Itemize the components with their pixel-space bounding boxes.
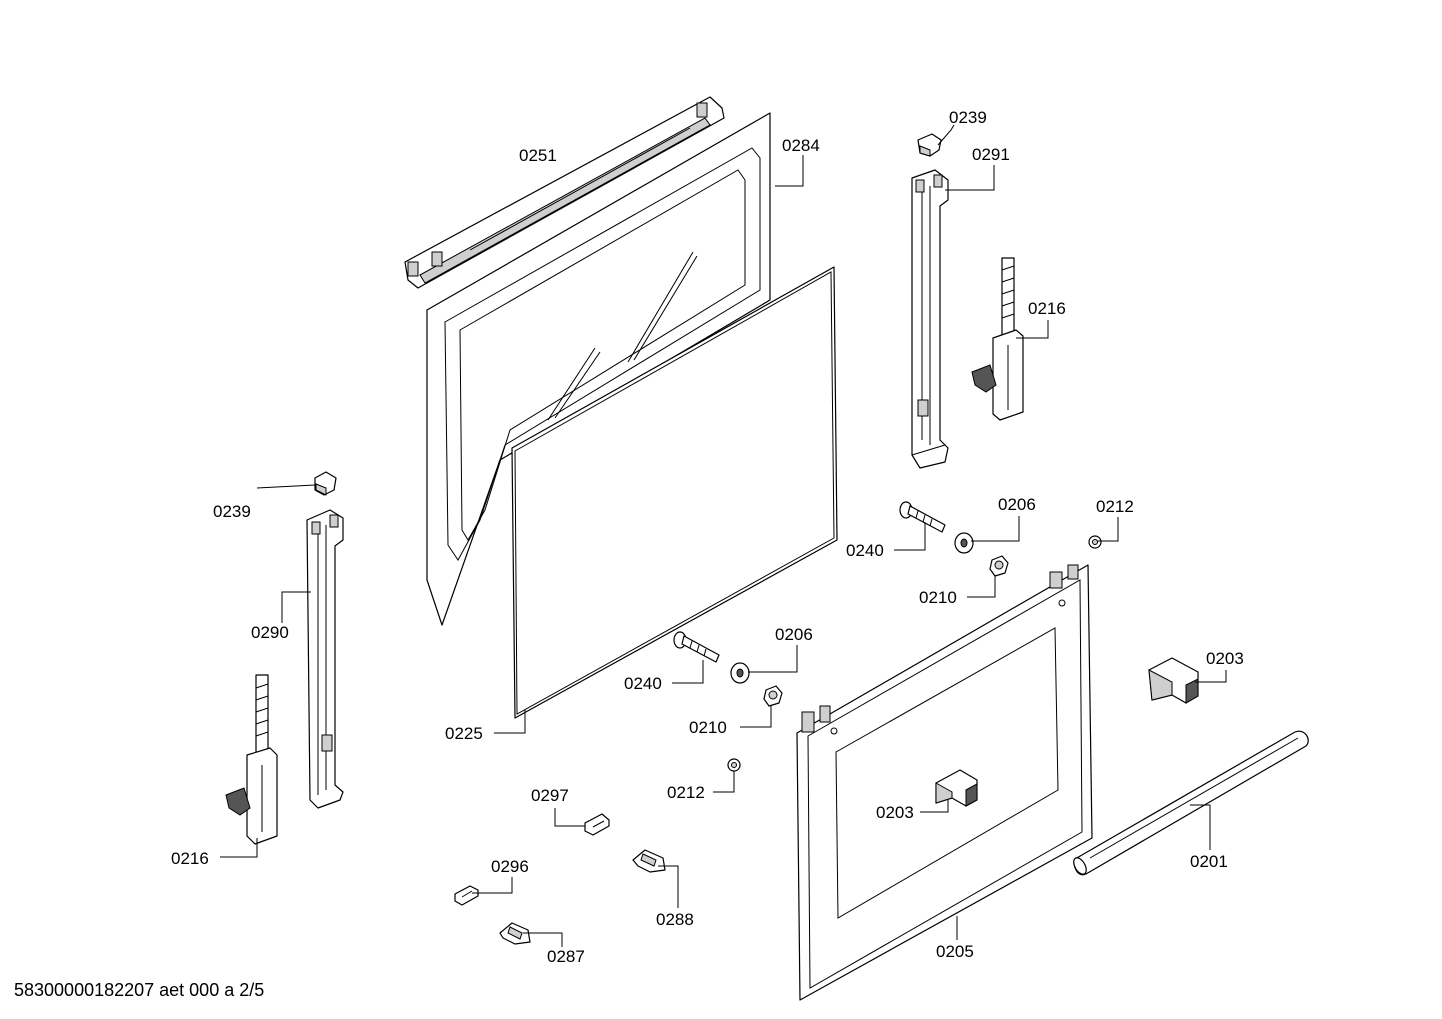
part-0203-handle-bracket-center — [935, 769, 978, 807]
callout-0284: 0284 — [782, 136, 820, 155]
callout-0240-left: 0240 — [624, 674, 662, 693]
leader-lines — [220, 124, 1227, 947]
part-0206-washer-left — [730, 662, 750, 684]
callout-0216-left: 0216 — [171, 849, 209, 868]
callout-0251: 0251 — [519, 146, 557, 165]
part-0290-left-hinge-rail — [306, 509, 344, 809]
callout-0239-left: 0239 — [213, 502, 251, 521]
callout-0288: 0288 — [656, 910, 694, 929]
part-0284-inner-door-panel — [426, 112, 771, 626]
callout-0206-left: 0206 — [775, 625, 813, 644]
part-0239-left-clip — [314, 471, 337, 496]
part-0201-handle-bar — [1073, 730, 1309, 876]
callout-0203-center: 0203 — [876, 803, 914, 822]
part-0288-bracket — [632, 849, 666, 873]
part-0287-bracket — [499, 922, 531, 945]
part-0212-cap-right — [1088, 535, 1102, 549]
part-0206-washer-right — [954, 532, 974, 554]
part-0251-door-top-trim — [404, 96, 725, 289]
callout-0205: 0205 — [936, 942, 974, 961]
callout-0203-right: 0203 — [1206, 649, 1244, 668]
part-0216-right-hinge — [971, 257, 1024, 421]
callout-0216-right: 0216 — [1028, 299, 1066, 318]
part-0240-screw-right — [899, 501, 946, 533]
callout-0297: 0297 — [531, 786, 569, 805]
part-0216-left-hinge — [225, 674, 278, 845]
part-0239-top-clip — [917, 133, 942, 157]
part-0291-right-hinge-rail — [911, 169, 949, 469]
callout-0239-top: 0239 — [949, 108, 987, 127]
callout-0210-right: 0210 — [919, 588, 957, 607]
callout-0296: 0296 — [491, 857, 529, 876]
callout-0290: 0290 — [251, 623, 289, 642]
callout-0210-left: 0210 — [689, 718, 727, 737]
part-0296-clip — [454, 885, 479, 906]
part-0212-cap-left — [727, 758, 741, 772]
callout-0212-left: 0212 — [667, 783, 705, 802]
callout-0287: 0287 — [547, 947, 585, 966]
callout-labels: 0251 0284 0239 0291 0216 0239 0290 0216 … — [171, 108, 1244, 966]
part-0297-clip — [584, 813, 610, 836]
callout-0206-right: 0206 — [998, 495, 1036, 514]
document-id: 58300000182207 aet 000 a 2/5 — [14, 980, 265, 1000]
part-0210-nut-left — [763, 685, 783, 707]
part-0225-glass-pane — [511, 266, 838, 719]
callout-0212-right: 0212 — [1096, 497, 1134, 516]
callout-0225: 0225 — [445, 724, 483, 743]
part-0240-screw-left — [673, 631, 720, 663]
callout-0201: 0201 — [1190, 852, 1228, 871]
part-0203-handle-bracket-right — [1148, 657, 1199, 704]
part-0210-nut-right — [989, 555, 1009, 577]
callout-0240-right: 0240 — [846, 541, 884, 560]
callout-0291: 0291 — [972, 145, 1010, 164]
